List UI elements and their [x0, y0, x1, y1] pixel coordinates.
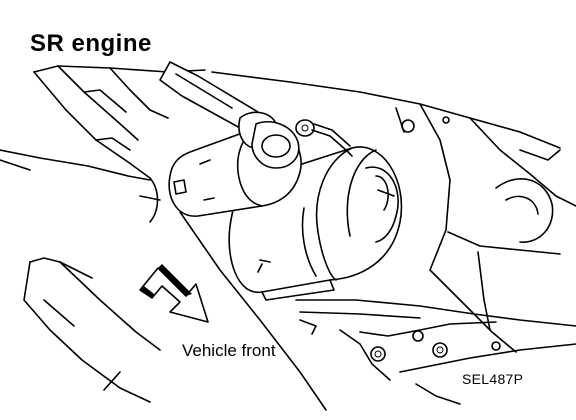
engine-block-right	[211, 71, 576, 353]
vehicle-front-label: Vehicle front	[182, 341, 276, 360]
socket-wrench	[159, 61, 300, 169]
floor-panel-left	[23, 211, 327, 411]
oil-pan-lower-right	[295, 299, 576, 405]
solenoid-terminal	[295, 119, 353, 157]
figure-code: SEL487P	[462, 371, 524, 387]
diagram-title: SR engine	[30, 30, 152, 57]
vehicle-front-arrow	[139, 264, 209, 323]
